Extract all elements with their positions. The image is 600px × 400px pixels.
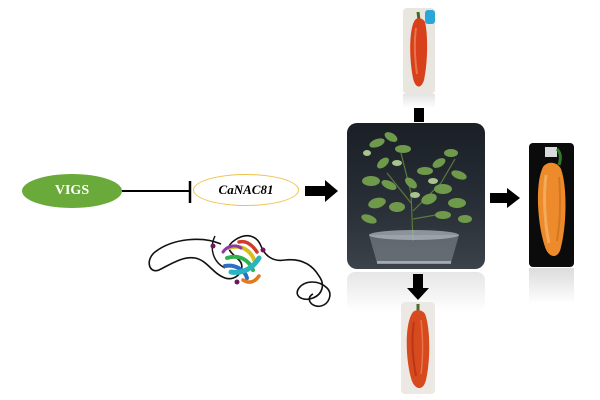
arrow-down-icon [407, 274, 429, 300]
protein-structure [148, 234, 331, 308]
pepper-top-reflection [403, 94, 435, 108]
arrow-right-icon-2 [490, 188, 520, 208]
pepper-photo-right [529, 143, 574, 267]
vigs-label: VIGS [54, 183, 90, 198]
pepper-right-reflection [529, 268, 574, 304]
vigs-node: VIGS [22, 174, 122, 208]
arrow-right-icon [305, 180, 338, 202]
pepper-photo-bottom [401, 302, 435, 394]
pepper-photo-top [403, 8, 435, 94]
canac81-label: CaNAC81 [218, 182, 274, 197]
inhibition-icon [122, 181, 192, 203]
canac81-node: CaNAC81 [193, 174, 299, 206]
plant-photo [347, 123, 485, 269]
